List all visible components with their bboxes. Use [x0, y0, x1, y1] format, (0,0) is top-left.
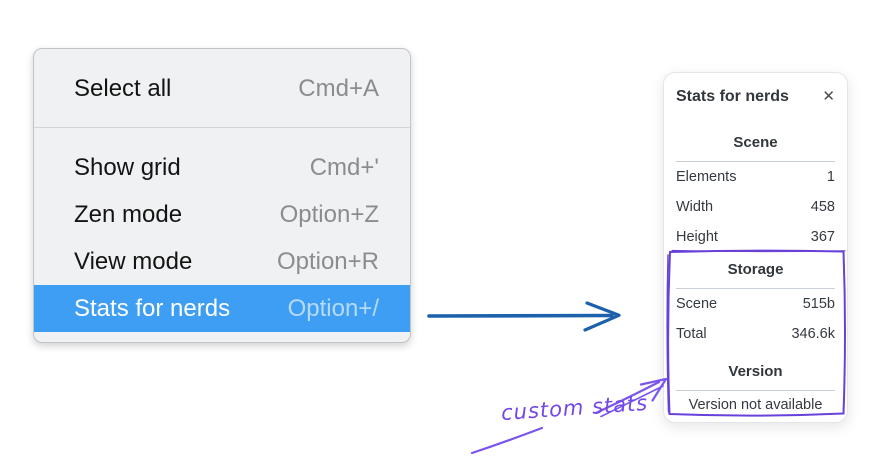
menu-item-shortcut: Cmd+A: [298, 75, 379, 102]
section-header-storage: Storage: [727, 261, 784, 278]
stats-panel-header: Stats for nerds ✕: [676, 87, 835, 106]
stat-row-elements: Elements 1: [676, 162, 835, 192]
menu-item-label: View mode: [74, 247, 193, 275]
stat-label: Width: [676, 199, 714, 215]
version-message: Version not available: [688, 397, 823, 413]
menu-item-label: Stats for nerds: [74, 294, 231, 322]
menu-item-shortcut: Cmd+': [309, 153, 379, 181]
stat-label: Total: [676, 326, 707, 342]
stat-value: 346.6k: [791, 326, 835, 342]
menu-item-stats-for-nerds[interactable]: Stats for nerds Option+/: [34, 285, 410, 332]
menu-item-label: Show grid: [74, 153, 181, 181]
menu-item-show-grid[interactable]: Show grid Cmd+': [34, 144, 410, 191]
custom-stats-annotation: custom stats: [500, 390, 649, 426]
stat-row-total-storage: Total 346.6k: [676, 319, 835, 349]
stat-row-scene-storage: Scene 515b: [676, 289, 835, 319]
menu-item-label: Select all: [74, 75, 172, 102]
stat-value: 458: [810, 199, 835, 215]
section-divider: [676, 161, 835, 162]
menu-item-label: Zen mode: [74, 200, 183, 228]
stat-label: Height: [676, 229, 718, 245]
menu-item-zen-mode[interactable]: Zen mode Option+Z: [34, 191, 410, 238]
menu-item-view-mode[interactable]: View mode Option+R: [34, 238, 410, 285]
menu-item-shortcut: Option+Z: [279, 200, 379, 228]
section-header-scene: Scene: [733, 134, 778, 151]
stat-row-height: Height 367: [676, 222, 835, 252]
stat-value: 1: [826, 169, 835, 185]
section-header-version: Version: [728, 363, 783, 380]
pointer-arrow: [427, 301, 621, 332]
stat-value: 515b: [802, 296, 835, 312]
context-menu: Select all Cmd+A Show grid Cmd+' Zen mod…: [33, 48, 411, 343]
close-icon[interactable]: ✕: [822, 87, 835, 105]
stat-value: 367: [810, 229, 835, 245]
menu-item-select-all[interactable]: Select all Cmd+A: [34, 65, 410, 113]
stats-panel: Stats for nerds ✕ Scene Elements 1 Width…: [663, 72, 848, 423]
menu-item-shortcut: Option+/: [287, 294, 379, 322]
stat-row-width: Width 458: [676, 192, 835, 222]
stats-panel-title: Stats for nerds: [676, 87, 789, 105]
menu-item-shortcut: Option+R: [276, 247, 379, 275]
stat-label: Scene: [676, 296, 718, 312]
stat-label: Elements: [676, 169, 737, 185]
menu-divider: [34, 127, 410, 128]
